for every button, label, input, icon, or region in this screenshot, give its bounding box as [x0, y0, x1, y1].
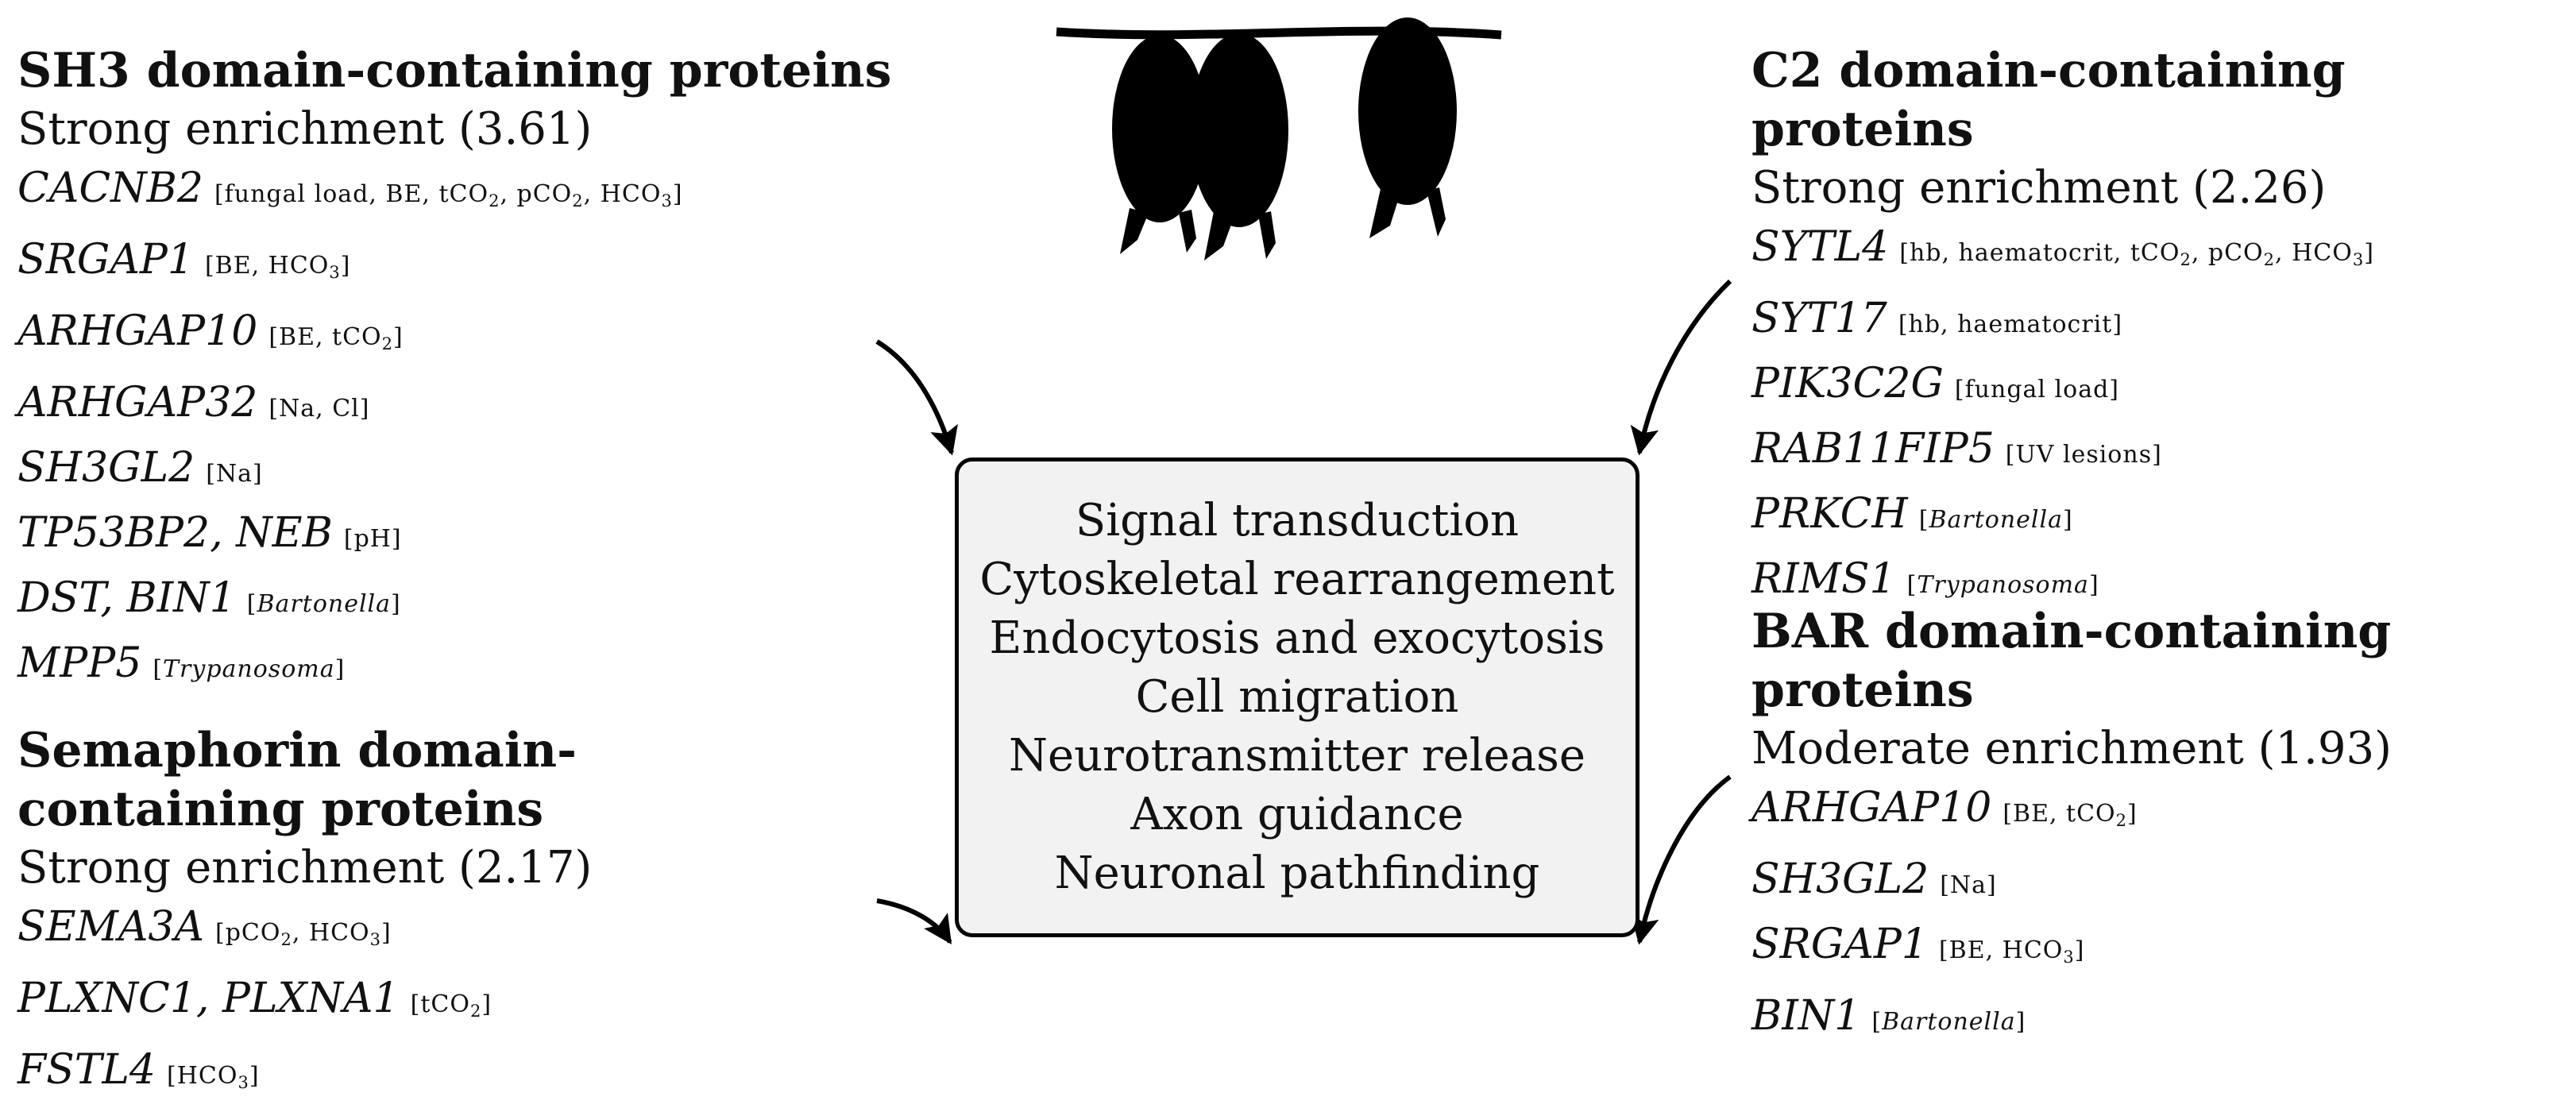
gene-name: SEMA3A: [17, 903, 205, 951]
gene-row: SRGAP1 [BE, HCO3]: [1751, 915, 2576, 987]
gene-name: SRGAP1: [17, 236, 194, 284]
gene-name: RAB11FIP5: [1751, 425, 1995, 473]
semaphorin-domain-panel: Semaphorin domain-containing proteins St…: [17, 721, 859, 1112]
gene-row: RIMS1 [Trypanosoma]: [1751, 550, 2576, 615]
trait-annotation: [pH]: [343, 525, 402, 553]
gene-row: SEMA3A [pCO2, HCO3]: [17, 898, 859, 969]
panel-title: C2 domain-containing proteins: [1751, 43, 2346, 157]
gene-name: MPP5: [17, 639, 142, 687]
gene-name: TP53BP2, NEB: [17, 509, 333, 557]
gene-row: CACNB2 [fungal load, BE, tCO2, pCO2, HCO3…: [17, 159, 891, 230]
gene-row: ARHGAP32 [Na, Cl]: [17, 373, 891, 438]
gene-row: SH3GL2 [Na]: [1751, 850, 2576, 915]
trait-annotation: [tCO2]: [410, 990, 492, 1021]
arrow-sema-to-box: [876, 898, 952, 944]
gene-row: SH3GL2 [Na]: [17, 438, 891, 504]
gene-name: RIMS1: [1751, 555, 1896, 603]
gene-row: FSTL4[HCO3]: [17, 1041, 859, 1112]
gene-row: DST, BIN1 [Bartonella]: [17, 569, 891, 634]
gene-name: ARHGAP10: [1751, 784, 1992, 832]
function-item: Neurotransmitter release: [1008, 730, 1586, 782]
gene-name: ARHGAP32: [17, 379, 258, 427]
trait-annotation: [BE, HCO3]: [204, 252, 351, 282]
gene-name: CACNB2: [17, 164, 203, 212]
biological-functions-box: Signal transduction Cytoskeletal rearran…: [955, 458, 1639, 937]
function-item: Endocytosis and exocytosis: [989, 612, 1605, 664]
gene-row: SYT17 [hb, haematocrit]: [1751, 289, 2576, 354]
c2-domain-panel: C2 domain-containing proteins Strong enr…: [1751, 41, 2576, 615]
enrichment-label: Strong enrichment (2.17): [17, 842, 593, 894]
trait-annotation: [Na]: [1940, 871, 1997, 899]
gene-list: CACNB2 [fungal load, BE, tCO2, pCO2, HCO3…: [17, 159, 891, 699]
trait-annotation: [Bartonella]: [1871, 1008, 2026, 1036]
gene-row: PIK3C2G [fungal load]: [1751, 354, 2576, 419]
branch-line: [1056, 26, 1502, 40]
gene-list: SYTL4 [hb, haematocrit, tCO2, pCO2, HCO3]…: [1751, 218, 2576, 615]
trait-annotation: [Trypanosoma]: [1906, 571, 2099, 599]
gene-row: ARHGAP10 [BE, tCO2]: [1751, 778, 2576, 850]
gene-name: SH3GL2: [1751, 855, 1929, 903]
hanging-bats-icon: [1056, 17, 1502, 261]
gene-list: SEMA3A [pCO2, HCO3] PLXNC1, PLXNA1 [tCO2] FS…: [17, 898, 859, 1112]
bat-middle: [1190, 33, 1288, 261]
trait-annotation: [hb, haematocrit, tCO2, pCO2, HCO3]: [1899, 239, 2374, 269]
gene-row: SYTL4 [hb, haematocrit, tCO2, pCO2, HCO3]: [1751, 218, 2576, 289]
trait-annotation: [hb, haematocrit]: [1898, 311, 2123, 338]
trait-annotation: [Trypanosoma]: [153, 655, 346, 683]
gene-row: ARHGAP10 [BE, tCO2]: [17, 302, 891, 373]
gene-name: PLXNC1, PLXNA1: [17, 975, 400, 1022]
function-item: Neuronal pathfinding: [1054, 848, 1540, 899]
bat-right: [1358, 17, 1457, 238]
gene-row: RAB11FIP5 [UV lesions]: [1751, 419, 2576, 485]
gene-name: SYT17: [1751, 295, 1887, 342]
arrow-bar-to-box: [1631, 774, 1732, 945]
gene-row: SRGAP1 [BE, HCO3]: [17, 230, 891, 302]
trait-annotation: [BE, tCO2]: [268, 323, 404, 353]
arrow-c2-to-box: [1630, 279, 1732, 456]
function-item: Axon guidance: [1130, 789, 1464, 840]
gene-name: SRGAP1: [1751, 921, 1928, 968]
gene-name: DST, BIN1: [17, 574, 236, 622]
trait-annotation: [Bartonella]: [246, 590, 401, 618]
trait-annotation: [BE, HCO3]: [1938, 936, 2085, 967]
bar-domain-panel: BAR domain-containing proteins Moderate …: [1751, 602, 2576, 1052]
trait-annotation: [Na, Cl]: [268, 395, 370, 423]
trait-annotation: [Bartonella]: [1918, 506, 2073, 534]
trait-annotation: [pCO2, HCO3]: [215, 919, 392, 949]
gene-row: PLXNC1, PLXNA1 [tCO2]: [17, 969, 859, 1041]
function-item: Cytoskeletal rearrangement: [979, 554, 1615, 605]
panel-title: SH3 domain-containing proteins: [17, 43, 892, 98]
gene-name: SH3GL2: [17, 444, 195, 492]
panel-title: BAR domain-containing proteins: [1751, 604, 2392, 718]
trait-annotation: [fungal load]: [1954, 376, 2119, 403]
function-item: Signal transduction: [1075, 495, 1520, 546]
trait-annotation: [Na]: [206, 460, 263, 488]
gene-name: PRKCH: [1751, 490, 1908, 538]
gene-list: ARHGAP10 [BE, tCO2] SH3GL2 [Na] SRGAP1 [BE, H…: [1751, 778, 2576, 1052]
gene-name: ARHGAP10: [17, 307, 258, 355]
panel-title: Semaphorin domain-containing proteins: [17, 723, 577, 837]
enrichment-label: Moderate enrichment (1.93): [1751, 723, 2392, 774]
function-item: Cell migration: [1135, 671, 1459, 723]
trait-annotation: [BE, tCO2]: [2002, 800, 2138, 830]
trait-annotation: [UV lesions]: [2005, 441, 2162, 469]
gene-name: SYTL4: [1751, 223, 1889, 271]
gene-row: BIN1 [Bartonella]: [1751, 987, 2576, 1052]
gene-name: BIN1: [1751, 992, 1861, 1040]
enrichment-label: Strong enrichment (2.26): [1751, 162, 2327, 214]
bat-left: [1112, 35, 1207, 254]
gene-name: PIK3C2G: [1751, 360, 1944, 407]
sh3-domain-panel: SH3 domain-containing proteins Strong en…: [17, 41, 891, 699]
trait-annotation: [fungal load, BE, tCO2, pCO2, HCO3]: [214, 180, 683, 210]
enrichment-label: Strong enrichment (3.61): [17, 103, 593, 155]
gene-row: PRKCH [Bartonella]: [1751, 485, 2576, 550]
gene-row: TP53BP2, NEB [pH]: [17, 504, 891, 569]
gene-name: FSTL4: [17, 1046, 156, 1094]
gene-row: MPP5 [Trypanosoma]: [17, 634, 891, 699]
